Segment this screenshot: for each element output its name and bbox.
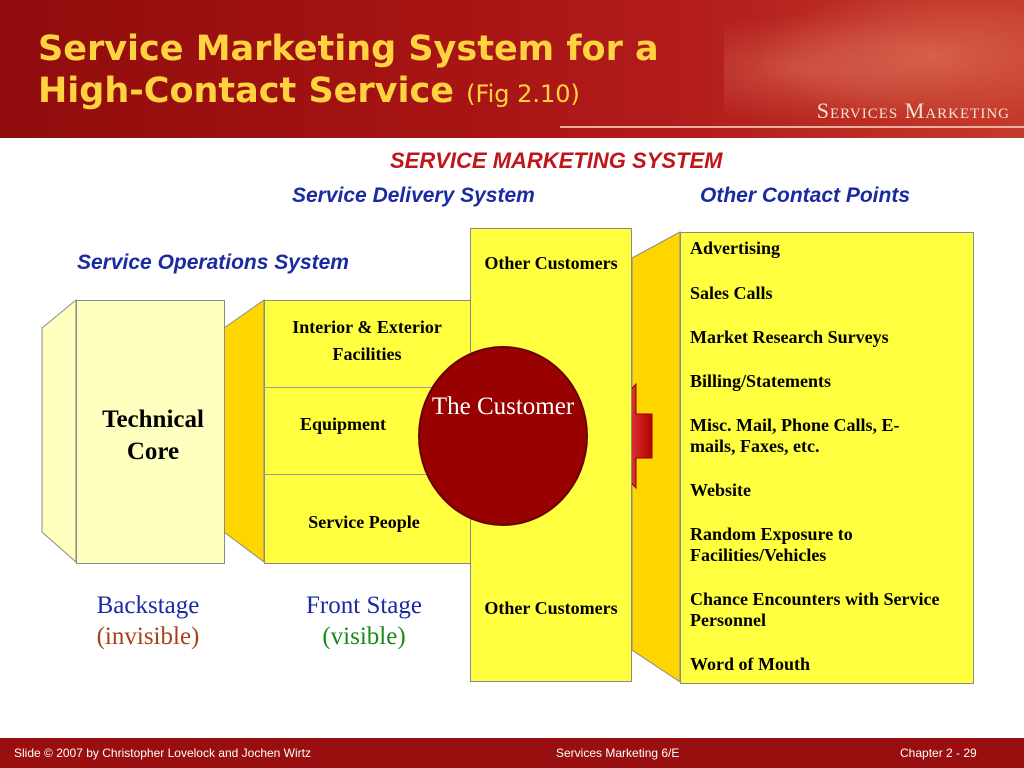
service-people-label: Service People (308, 512, 420, 532)
customer-circle (418, 346, 588, 526)
front-stage-label: Front Stage (306, 592, 422, 619)
technical-core-box (76, 300, 225, 564)
equipment-label: Equipment (299, 414, 387, 434)
backstage-label-group: Backstage (invisible) (58, 590, 238, 652)
contact-point-item: Website (690, 480, 751, 500)
backstage-note: (invisible) (96, 623, 200, 650)
contact-point-item: Random Exposure to Facilities/Vehicles (690, 524, 853, 565)
contact-point-item: Sales Calls (690, 283, 773, 303)
contact-point-item: Billing/Statements (690, 371, 832, 391)
header-divider (560, 126, 1024, 128)
brand-logo: Services Marketing (816, 98, 1010, 123)
slide-title: Service Marketing System for a High-Cont… (38, 28, 659, 115)
title-line-1: Service Marketing System for a (38, 29, 659, 69)
contact-point-item: Word of Mouth (690, 654, 811, 674)
front-stage-divider (264, 474, 470, 475)
system-label: SERVICE MARKETING SYSTEM (390, 148, 723, 173)
front-stage-note: (visible) (322, 623, 406, 650)
slide-header: Service Marketing System for a High-Cont… (0, 0, 1024, 138)
footer-page: Chapter 2 - 29 (900, 746, 977, 760)
delivery-system-label: Service Delivery System (292, 184, 535, 207)
front-stage-divider (264, 387, 470, 388)
contact-points-box (680, 232, 974, 684)
operations-system-label: Service Operations System (77, 251, 349, 274)
front-stage-side (223, 299, 265, 563)
slide-footer: Slide © 2007 by Christopher Lovelock and… (0, 738, 1024, 768)
figure-reference: (Fig 2.10) (466, 80, 580, 108)
footer-book: Services Marketing 6/E (556, 746, 680, 760)
footer-copyright: Slide © 2007 by Christopher Lovelock and… (14, 746, 311, 760)
title-line-2: High-Contact Service (38, 71, 454, 111)
facilities-label: Interior & Exterior Facilities (292, 317, 442, 364)
backstage-label: Backstage (96, 592, 200, 619)
technical-core-label: Technical Core (102, 406, 204, 465)
customer-label: The Customer (431, 393, 575, 420)
other-customers-top: Other Customers (484, 253, 618, 273)
contact-point-item: Market Research Surveys (690, 327, 889, 347)
contact-point-item: Chance Encounters with Service Personnel (690, 589, 940, 630)
header-photo (724, 0, 1024, 138)
technical-core-side (41, 298, 77, 564)
contact-points-label: Other Contact Points (700, 184, 911, 207)
other-customers-bottom: Other Customers (484, 598, 618, 618)
footer-divider (0, 735, 1024, 737)
front-stage-label-group: Front Stage (visible) (274, 590, 454, 652)
contact-point-item: Advertising (690, 238, 780, 258)
contact-point-item: Misc. Mail, Phone Calls, E-mails, Faxes,… (690, 415, 900, 456)
